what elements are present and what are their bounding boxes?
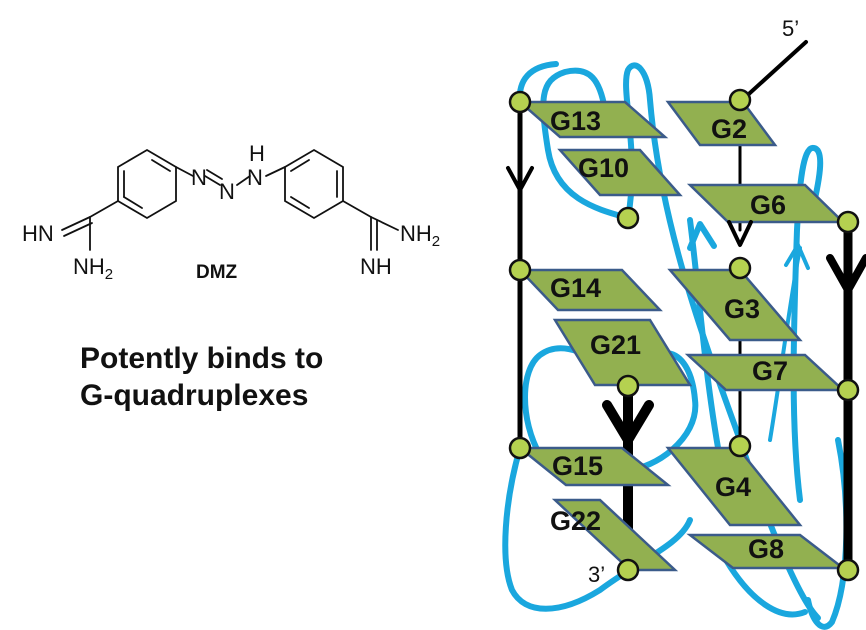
guanine-tile [665, 100, 778, 147]
guanine-label: G22 [550, 506, 601, 536]
loop-diagonal [623, 62, 821, 621]
node [728, 88, 752, 112]
arrow-down-right [826, 254, 866, 294]
guanine-label: G6 [750, 190, 786, 220]
node [508, 436, 532, 460]
azo-double-bond [204, 175, 221, 186]
azo-bond [175, 166, 194, 177]
left-ring-double-bond [151, 159, 171, 172]
atom-n2: N [219, 179, 235, 204]
right-benzene-ring [284, 148, 344, 220]
three-prime-label: 3’ [588, 562, 605, 587]
left-amidine-double-bond [61, 216, 91, 231]
strand-arrows [506, 166, 866, 445]
loop-center [687, 217, 725, 473]
guanine-label: G10 [578, 153, 629, 183]
right-amidine-nh2-bond [370, 216, 399, 231]
node [508, 90, 532, 114]
guanine-tile [517, 268, 663, 312]
guanine-tile [516, 100, 669, 139]
guanine-tile [557, 148, 683, 197]
caption-line-2: G-quadruplexes [80, 379, 309, 412]
node [508, 258, 532, 282]
guanine-label: G15 [552, 451, 603, 481]
atom-nh2-left: NH2 [73, 254, 113, 283]
guanine-label: G3 [724, 294, 760, 324]
guanine-label: G13 [550, 106, 601, 136]
guanine-tile [551, 498, 679, 572]
azo-bond [265, 166, 286, 177]
node [836, 558, 860, 582]
node [836, 378, 860, 402]
left-amidine-bond [89, 200, 119, 218]
atom-h: H [249, 141, 265, 166]
guanine-label: G21 [590, 330, 641, 360]
node [616, 374, 640, 398]
guanine-label: G14 [550, 273, 601, 303]
node [728, 256, 752, 280]
molecule-name: DMZ [196, 262, 238, 283]
caption: Potently binds to G-quadruplexes [80, 340, 420, 414]
nucleotide-nodes [508, 88, 860, 582]
arrow-up-loop [687, 221, 717, 251]
right-ring-double-bond [290, 159, 310, 172]
guanine-label: G8 [748, 534, 784, 564]
azo-bond [236, 175, 251, 186]
five-prime-label: 5’ [782, 16, 799, 41]
azo-double-bond [206, 169, 223, 180]
atom-n1: N [191, 165, 207, 190]
guanine-label: G4 [715, 472, 751, 502]
left-ring-double-bond [123, 196, 143, 209]
node [616, 206, 640, 230]
loop-right-bottom [805, 437, 850, 630]
atom-nh: NH [360, 254, 392, 279]
strand-5-prime-tail [738, 40, 808, 104]
right-amidine-bond [342, 200, 372, 218]
atom-nh2-right: NH2 [400, 221, 440, 250]
node [728, 434, 752, 458]
caption-line-1: Potently binds to [80, 342, 324, 375]
guanine-tile [667, 268, 803, 342]
right-ring-double-bond [290, 196, 310, 209]
arrow-down-left [506, 166, 534, 192]
atom-hn: HN [22, 221, 54, 246]
atom-n3: N [247, 165, 263, 190]
left-benzene-ring [117, 148, 177, 220]
dmz-structure: HN NH2 N N N H NH2 NH DMZ [22, 141, 440, 283]
g-tetrads: G13 G2 G10 G6 G14 G3 G21 G7 G15 G4 G22 G… [516, 100, 847, 572]
guanine-tile [665, 446, 803, 527]
guanine-label: G7 [752, 356, 788, 386]
guanine-label: G2 [711, 114, 747, 144]
arrow-up-loop-right [784, 240, 810, 270]
node [616, 558, 640, 582]
left-amidine-double-bond [63, 222, 93, 237]
guanine-tile [516, 446, 672, 487]
guanine-tile [552, 318, 693, 387]
loop-bottom-center [723, 557, 808, 618]
arrow-down-middle [602, 400, 654, 445]
node [836, 210, 860, 234]
g-quadruplex-diagram: G13 G2 G10 G6 G14 G3 G21 G7 G15 G4 G22 G… [502, 16, 866, 630]
arrow-down-center [727, 220, 753, 247]
